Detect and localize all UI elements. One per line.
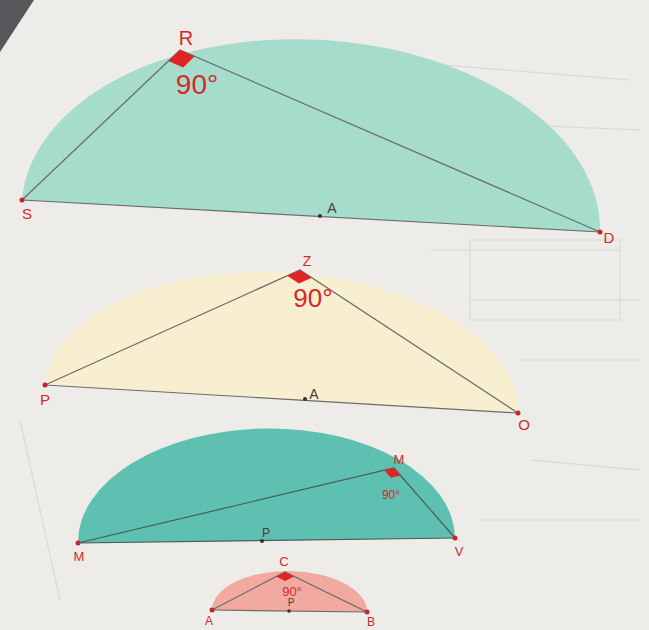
- vertex-dot: [20, 198, 25, 203]
- vertex-label: O: [518, 417, 530, 432]
- vertex-label: P: [40, 392, 50, 407]
- semicircle: [45, 272, 518, 413]
- vertex-label: R: [179, 28, 193, 48]
- vertex-label: Z: [303, 254, 312, 268]
- vertex-label: M: [74, 550, 85, 563]
- diameter: [45, 385, 518, 413]
- semicircle: [22, 39, 600, 232]
- right-angle-mark: [276, 572, 294, 581]
- right-angle-mark: [384, 468, 400, 478]
- vertex-label: S: [22, 206, 32, 221]
- triangle: [78, 468, 455, 543]
- diameter: [212, 610, 367, 612]
- semicircle: [78, 428, 455, 543]
- vertex-dot: [76, 541, 81, 546]
- diameter: [22, 200, 600, 232]
- semicircle: [212, 571, 367, 612]
- vertex-dot: [43, 383, 48, 388]
- center-dot: [260, 539, 264, 543]
- vertex-label: C: [279, 555, 288, 568]
- angle-label: 90°: [282, 585, 302, 598]
- center-label: P: [262, 527, 270, 539]
- vertex-dot: [598, 230, 603, 235]
- vertex-label: B: [367, 616, 375, 628]
- center-label: P: [288, 598, 295, 608]
- center-label: A: [309, 387, 318, 401]
- angle-label: 90°: [293, 285, 332, 311]
- right-angle-mark: [287, 270, 312, 284]
- triangle: [212, 572, 367, 612]
- vertex-label: D: [604, 230, 615, 245]
- vertex-dot: [516, 411, 521, 416]
- triangle: [45, 270, 518, 413]
- vertex-dot: [365, 610, 370, 615]
- triangle: [22, 50, 600, 232]
- center-dot: [303, 397, 307, 401]
- angle-label: 90°: [382, 489, 400, 501]
- center-dot: [287, 609, 291, 613]
- vertex-label: M: [394, 453, 405, 466]
- center-dot: [318, 214, 322, 218]
- vertex-dot: [453, 536, 458, 541]
- right-angle-mark: [169, 50, 195, 67]
- vertex-label: V: [455, 545, 464, 558]
- center-label: A: [327, 201, 336, 215]
- corner-shadow: [0, 0, 34, 52]
- vertex-dot: [210, 608, 215, 613]
- vertex-label: A: [205, 615, 213, 627]
- angle-label: 90°: [176, 71, 218, 99]
